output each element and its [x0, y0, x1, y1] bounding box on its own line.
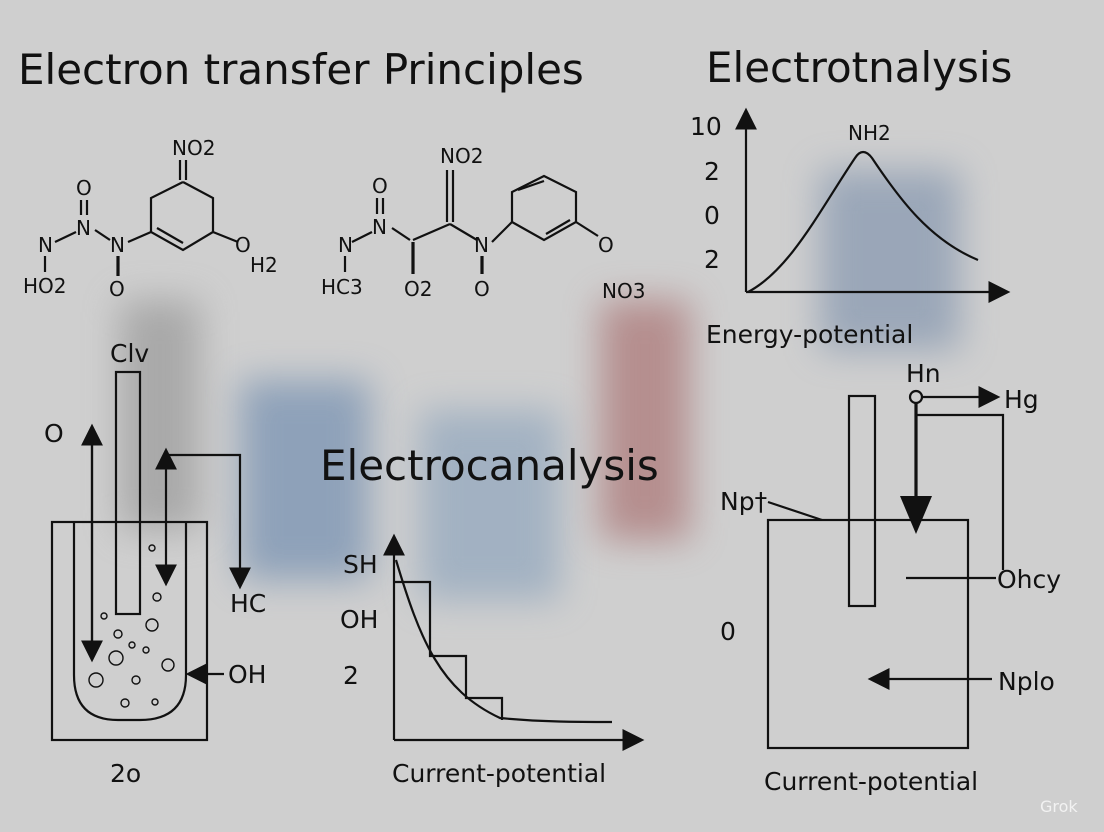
top-right-title: Electrotnalysis — [706, 43, 1012, 92]
right-mol-n3: N — [474, 233, 489, 257]
right-mol-nitroso-o: O — [372, 174, 388, 198]
current-y-tick: 2 — [343, 661, 359, 690]
apparatus-arrow-label: Hg — [1004, 385, 1039, 414]
right-apparatus: Hn Hg Ohcy Np† 0 Nplo Current-potential — [720, 359, 1061, 796]
apparatus-zero-label: 0 — [720, 617, 736, 646]
energy-y-tick: 2 — [704, 245, 720, 274]
cell-left-label: O — [44, 419, 64, 448]
right-molecule: NO2 N O NO3 O O2 O N N HC3 — [321, 144, 645, 303]
current-potential-chart: SH OH 2 Current-potential — [340, 538, 640, 788]
cell-outer-box — [52, 522, 207, 740]
left-mol-o-bottom: O — [109, 277, 125, 301]
apparatus-ohcy-label: Ohcy — [997, 565, 1061, 594]
energy-potential-chart: 10 2 0 2 NH2 Energy-potential — [690, 112, 1006, 349]
right-mol-hc3: HC3 — [321, 275, 363, 299]
left-mol-ho2: HO2 — [23, 274, 67, 298]
left-mol-n1: N — [38, 233, 53, 257]
cell-oh-label: OH — [228, 660, 266, 689]
apparatus-np-label: Np† — [720, 487, 767, 516]
energy-y-tick: 10 — [690, 112, 722, 141]
right-mol-no2: NO2 — [440, 144, 483, 168]
apparatus-caption: Current-potential — [764, 767, 978, 796]
energy-y-tick: 0 — [704, 201, 720, 230]
left-mol-no2: NO2 — [172, 136, 215, 160]
left-molecule: NO2 N O H2 O O N N HO2 — [23, 136, 278, 301]
left-mol-nitroso-o: O — [76, 176, 92, 200]
cell-right-label: HC — [230, 589, 266, 618]
energy-peak-label: NH2 — [848, 121, 891, 145]
left-mol-n2: N — [76, 216, 91, 240]
apparatus-container — [768, 520, 968, 748]
current-y-tick: OH — [340, 605, 378, 634]
right-mol-n1: N — [338, 233, 353, 257]
electrochemical-cell: Clv O HC OH 2o — [44, 339, 266, 788]
cell-electrode-label: Clv — [110, 339, 149, 368]
middle-title: Electrocanalysis — [320, 441, 659, 490]
cell-beaker — [74, 522, 186, 720]
right-mol-no3: NO3 — [602, 279, 645, 303]
current-chart-caption: Current-potential — [392, 759, 606, 788]
cell-electrode — [116, 372, 140, 614]
watermark-text: Grok — [1040, 797, 1078, 816]
left-mol-n3: N — [110, 233, 125, 257]
apparatus-nplo-label: Nplo — [998, 667, 1055, 696]
right-mol-n2: N — [372, 215, 387, 239]
apparatus-electrode — [849, 396, 875, 606]
right-mol-o-bottom: O — [474, 277, 490, 301]
energy-chart-caption: Energy-potential — [706, 320, 913, 349]
left-mol-h2: H2 — [250, 253, 278, 277]
right-mol-o-right: O — [598, 233, 614, 257]
current-y-tick: SH — [343, 550, 378, 579]
left-mol-o-right: O — [235, 233, 251, 257]
apparatus-top-label: Hn — [906, 359, 941, 388]
energy-y-tick: 2 — [704, 157, 720, 186]
cell-bottom-label: 2o — [110, 759, 141, 788]
main-title: Electron transfer Principles — [18, 45, 584, 94]
right-mol-o2: O2 — [404, 277, 432, 301]
